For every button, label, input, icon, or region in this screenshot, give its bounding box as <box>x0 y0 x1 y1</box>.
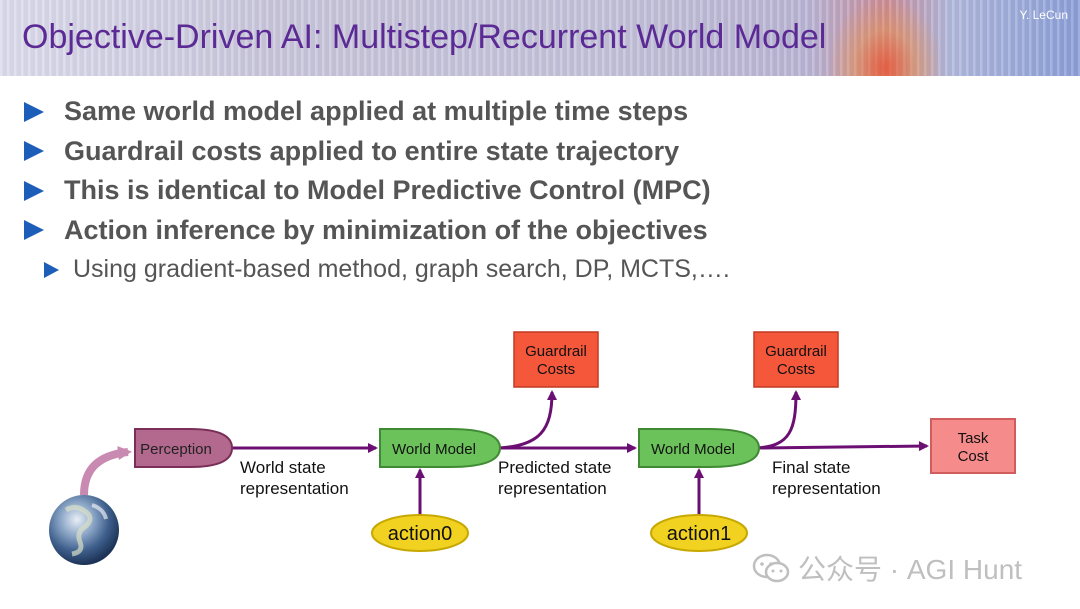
perception-node: Perception <box>134 428 234 468</box>
bullet-marker-icon <box>24 220 44 241</box>
bullet-item: This is identical to Model Predictive Co… <box>22 171 730 211</box>
state-label-2-line2: representation <box>498 479 607 498</box>
bullet-item: Action inference by minimization of the … <box>22 211 730 251</box>
bullet-item: Same world model applied at multiple tim… <box>22 92 730 132</box>
task-cost-label-line1: Task <box>958 430 989 447</box>
observation-arrow <box>80 446 132 496</box>
bullet-text: Guardrail costs applied to entire state … <box>64 135 680 166</box>
sub-bullet-marker-icon <box>44 261 59 278</box>
guardrail-1-label-line2: Costs <box>537 361 575 378</box>
sub-bullet-text: Using gradient-based method, graph searc… <box>73 255 730 284</box>
world-model-1-label: World Model <box>392 441 476 458</box>
bullet-marker-icon <box>24 180 44 201</box>
guardrail-2-label-line1: Guardrail <box>765 343 827 360</box>
world-model-node-1: World Model <box>379 428 502 468</box>
wechat-icon <box>752 553 790 583</box>
task-cost-label-line2: Cost <box>958 448 990 465</box>
state-label-3-line1: Final state <box>772 458 850 477</box>
header-decoration <box>830 0 940 76</box>
action1-label: action1 <box>667 523 732 545</box>
slide-author: Y. LeCun <box>1019 8 1069 22</box>
action0-label: action0 <box>388 523 453 545</box>
world-model-node-2: World Model <box>638 428 761 468</box>
arrow-world-model-2-to-task-cost <box>756 441 929 452</box>
guardrail-2-label-line2: Costs <box>777 361 815 378</box>
perception-label: Perception <box>140 441 212 458</box>
bullet-item: Guardrail costs applied to entire state … <box>22 132 730 172</box>
bullet-list: Same world model applied at multiple tim… <box>22 92 730 290</box>
arrow-state-to-guardrail-1 <box>497 390 557 450</box>
state-label-3-line2: representation <box>772 479 881 498</box>
state-label-1-line1: World state <box>240 458 326 477</box>
bullet-marker-icon <box>24 101 44 122</box>
task-cost-node: Task Cost <box>930 418 1016 474</box>
slide-title: Objective-Driven AI: Multistep/Recurrent… <box>22 18 827 56</box>
arrow-state-to-guardrail-2 <box>756 390 801 450</box>
bullet-text: This is identical to Model Predictive Co… <box>64 175 711 206</box>
bullet-text: Same world model applied at multiple tim… <box>64 96 689 127</box>
sub-bullet-item: Using gradient-based method, graph searc… <box>22 250 730 290</box>
action0-node: action0 <box>371 514 469 552</box>
action1-node: action1 <box>650 514 748 552</box>
guardrail-1-label-line1: Guardrail <box>525 343 587 360</box>
guardrail-costs-node-1: Guardrail Costs <box>513 331 599 388</box>
watermark: 公众号 · AGI Hunt <box>752 548 1022 588</box>
watermark-text: 公众号 · AGI Hunt <box>798 554 1023 585</box>
world-model-2-label: World Model <box>651 441 735 458</box>
earth-icon <box>49 495 119 565</box>
slide-header: Objective-Driven AI: Multistep/Recurrent… <box>0 0 1080 76</box>
state-label-1-line2: representation <box>240 479 349 498</box>
state-label-2-line1: Predicted state <box>498 458 611 477</box>
bullet-marker-icon <box>24 141 44 162</box>
bullet-text: Action inference by minimization of the … <box>64 214 708 245</box>
guardrail-costs-node-2: Guardrail Costs <box>753 331 839 388</box>
